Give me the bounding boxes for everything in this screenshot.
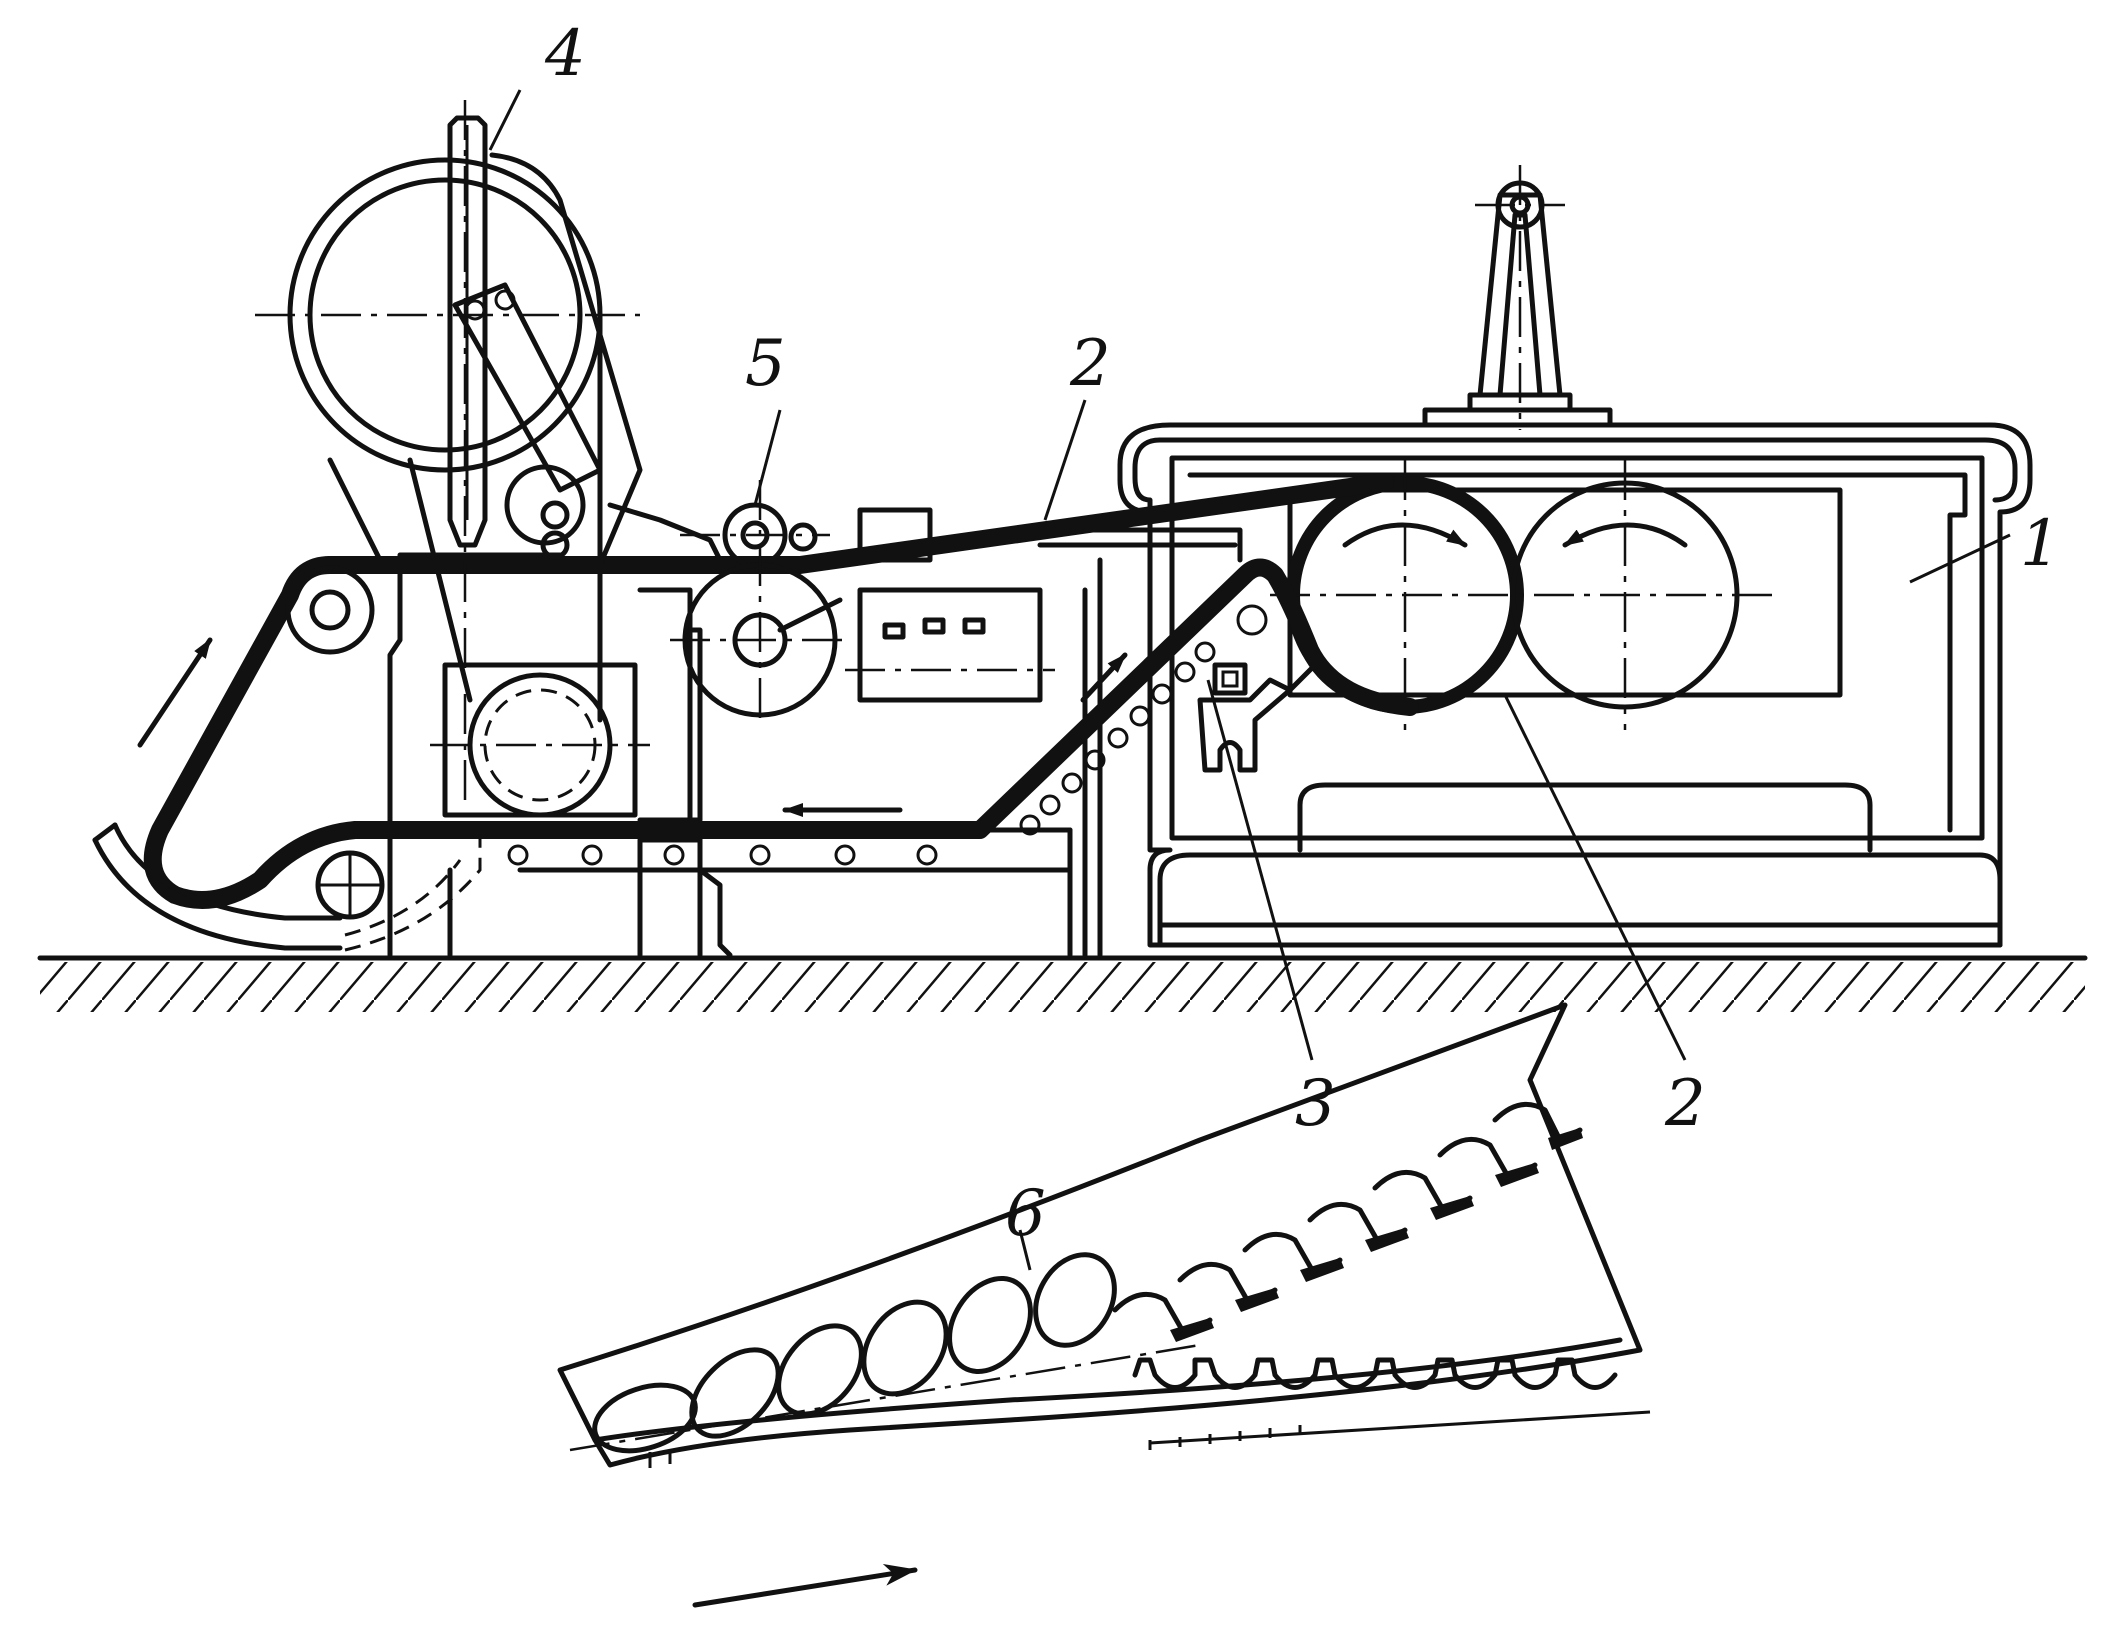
left-frame — [92, 557, 1103, 958]
label-3: 3 — [1295, 1067, 1336, 1141]
label-6: 6 — [1005, 1177, 1046, 1251]
floor — [37, 955, 2088, 1012]
label-2-upper: 2 — [1069, 327, 1111, 401]
label-2-lower: 2 — [1664, 1067, 1706, 1141]
leader-lines — [488, 89, 2011, 1271]
deflecting-rolls — [670, 480, 850, 725]
labels: 1 2 2 3 4 5 6 — [544, 17, 2061, 1251]
label-5: 5 — [745, 327, 786, 401]
detail-strip — [557, 1002, 1651, 1468]
intermediate-unit — [845, 507, 1243, 703]
coiler-drum — [255, 100, 723, 818]
flow-arrows — [137, 637, 918, 1608]
belt-band — [143, 473, 1419, 909]
label-4: 4 — [544, 17, 586, 91]
rolling-mill-housing — [1117, 165, 2033, 948]
label-1: 1 — [2020, 507, 2061, 581]
conveyor-rollers — [507, 604, 1268, 866]
